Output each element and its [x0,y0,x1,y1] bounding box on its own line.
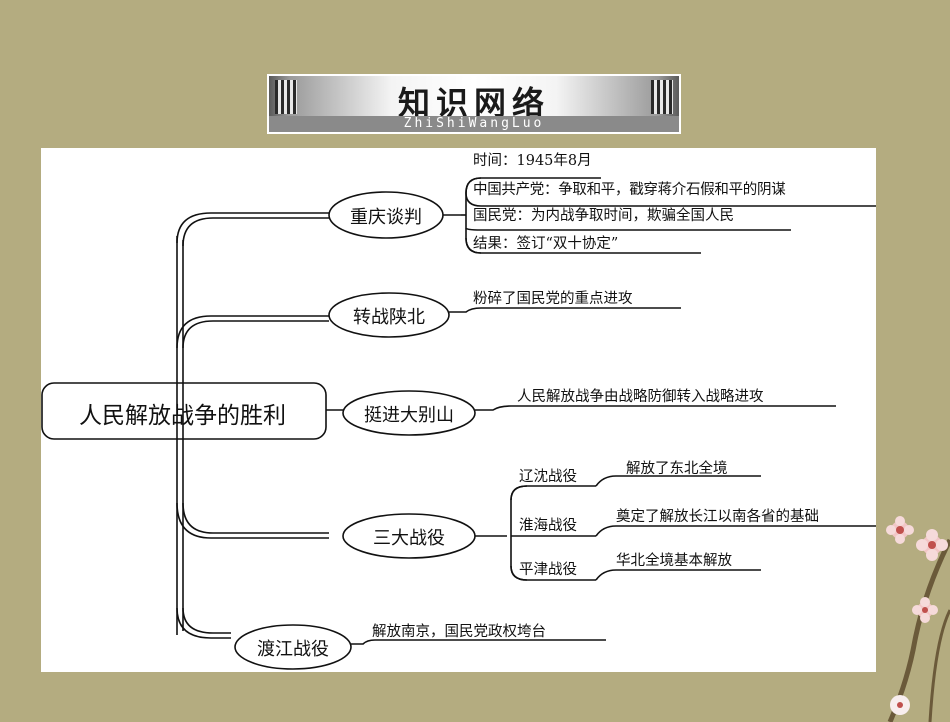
branch-label-shaanbei: 转战陕北 [353,307,425,328]
root-box [41,382,327,440]
flower-icon [916,529,948,561]
subbranch-label-huaihai: 淮海战役 [519,518,577,534]
banner-stripes-right [651,80,673,114]
leaf-shaanbei: 粉碎了国民党的重点进攻 [473,291,633,307]
branch-ellipse-dujiang [234,624,352,670]
branch-label-dujiang: 渡江战役 [257,639,329,660]
mindmap-connectors [41,177,876,670]
header-banner: 知识网络 ZhiShiWangLuo [267,74,681,134]
leaf-chongqing-kmt: 国民党：为内战争取时间，欺骗全国人民 [473,208,734,224]
branch-ellipse-shaanbei [328,292,450,338]
underline-liaoshen [595,475,761,487]
flower-decoration [886,516,950,722]
banner-stripes-left [275,80,297,114]
underline-dabieshan [475,405,836,411]
leaf-chongqing-time: 时间：1945年8月 [473,153,592,169]
leaf-dujiang: 解放南京，国民党政权垮台 [372,624,546,640]
subbranch-result-pingjin: 华北全境基本解放 [616,553,732,569]
mindmap-diagram: 人民解放战争的胜利 重庆谈判 转战陕北 挺进大别山 三大战役 渡江战役 时间：1… [41,148,876,672]
leaf-chongqing-result: 结果：签订“双十协定” [473,236,619,252]
underline-dujiang [351,639,606,645]
leaf-chongqing-cpc: 中国共产党：争取和平，戳穿蒋介石假和平的阴谋 [473,182,786,198]
connector-dujiang [176,607,231,639]
root-label: 人民解放战争的胜利 [79,403,286,429]
subbranch-label-liaoshen: 辽沈战役 [519,469,577,485]
branch-label-chongqing: 重庆谈判 [350,207,422,228]
branch-label-sanda: 三大战役 [373,528,445,549]
underline-shaanbei [449,307,681,313]
leaf-dabieshan: 人民解放战争由战略防御转入战略进攻 [517,389,764,405]
connector-shaanbei [176,315,329,349]
page-title: 知识网络 [397,84,550,122]
page-subtitle: ZhiShiWangLuo [269,116,679,132]
branch-label-dabieshan: 挺进大别山 [364,405,454,426]
subbranch-result-huaihai: 奠定了解放长江以南各省的基础 [616,509,819,525]
connector-sanda [176,502,329,539]
connector-chongqing [176,212,329,244]
subbranch-result-liaoshen: 解放了东北全境 [626,461,728,477]
underline-huaihai [595,525,876,537]
underline-pingjin [595,569,761,581]
branch-ellipse-dabieshan [342,390,476,436]
subbranch-label-pingjin: 平津战役 [519,562,577,578]
